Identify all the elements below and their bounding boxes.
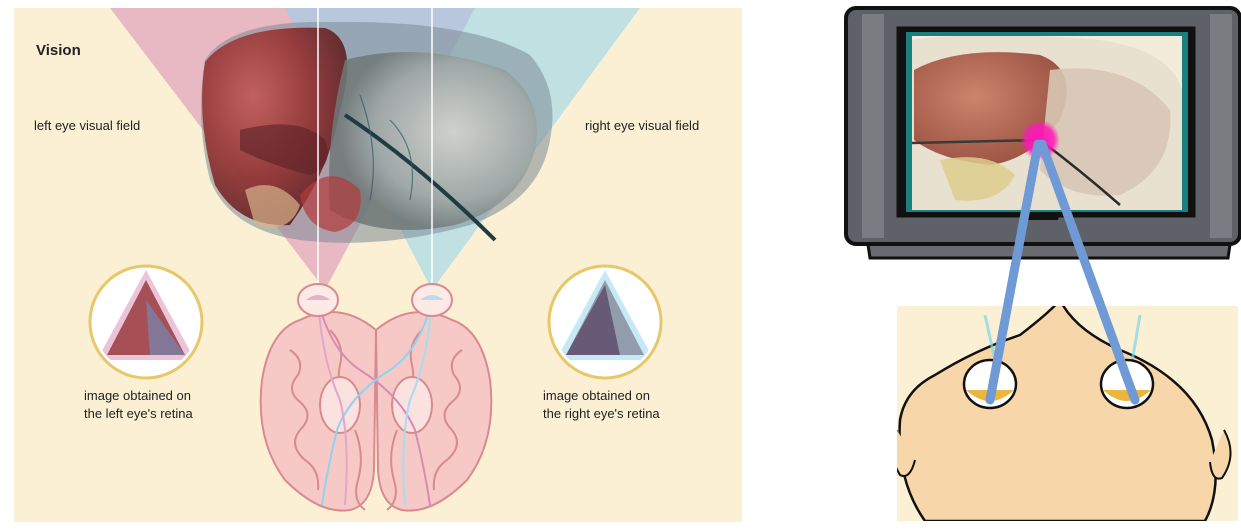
left-retina-caption-line-2: the left eye's retina bbox=[84, 405, 193, 423]
left-retina-caption-line-1: image obtained on bbox=[84, 387, 193, 405]
viewer-head bbox=[892, 300, 1238, 521]
monitor-screen bbox=[912, 35, 1182, 210]
right-retina-caption: image obtained on the right eye's retina bbox=[543, 387, 660, 423]
organ-illustration bbox=[201, 22, 553, 243]
left-retina-caption: image obtained on the left eye's retina bbox=[84, 387, 193, 423]
left-retina-image bbox=[90, 266, 202, 378]
right-retina-caption-line-2: the right eye's retina bbox=[543, 405, 660, 423]
diagram-title: Vision bbox=[36, 42, 81, 59]
right-eye-visual-field-label: right eye visual field bbox=[585, 117, 699, 135]
right-retina-caption-line-1: image obtained on bbox=[543, 387, 660, 405]
monitor bbox=[846, 8, 1240, 258]
right-retina-image bbox=[549, 266, 661, 378]
right-eye bbox=[412, 284, 452, 316]
left-eye bbox=[298, 284, 338, 316]
vision-panel bbox=[14, 8, 742, 522]
left-eye-visual-field-label: left eye visual field bbox=[34, 117, 140, 135]
